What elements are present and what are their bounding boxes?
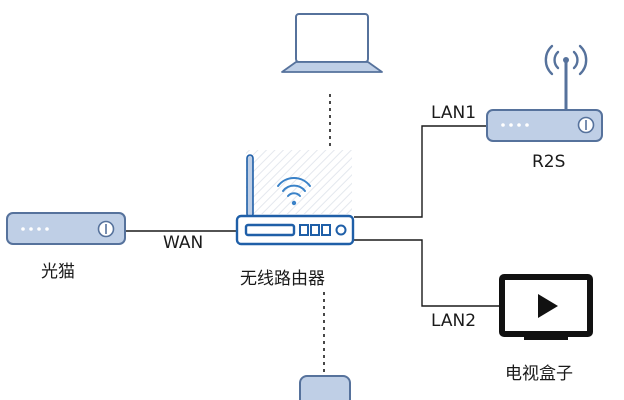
antenna-icon bbox=[246, 154, 254, 218]
lan2-label: LAN2 bbox=[431, 311, 477, 331]
lan1-link bbox=[354, 125, 486, 218]
r2s-label: R2S bbox=[532, 152, 566, 172]
modem-label: 光猫 bbox=[41, 262, 75, 282]
tv-label: 电视盒子 bbox=[505, 364, 573, 384]
laptop-icon bbox=[281, 13, 383, 73]
phone-icon bbox=[299, 375, 351, 400]
wifi-icon bbox=[277, 177, 311, 206]
lan1-label: LAN1 bbox=[431, 103, 477, 123]
connection-lines bbox=[125, 94, 500, 372]
tv-icon bbox=[499, 274, 593, 340]
router-label: 无线路由器 bbox=[240, 269, 325, 289]
lan2-link bbox=[354, 239, 500, 307]
router-icon bbox=[235, 150, 355, 246]
modem-icon bbox=[6, 212, 126, 245]
r2s-device-icon bbox=[486, 44, 603, 142]
wan-label: WAN bbox=[163, 233, 204, 253]
